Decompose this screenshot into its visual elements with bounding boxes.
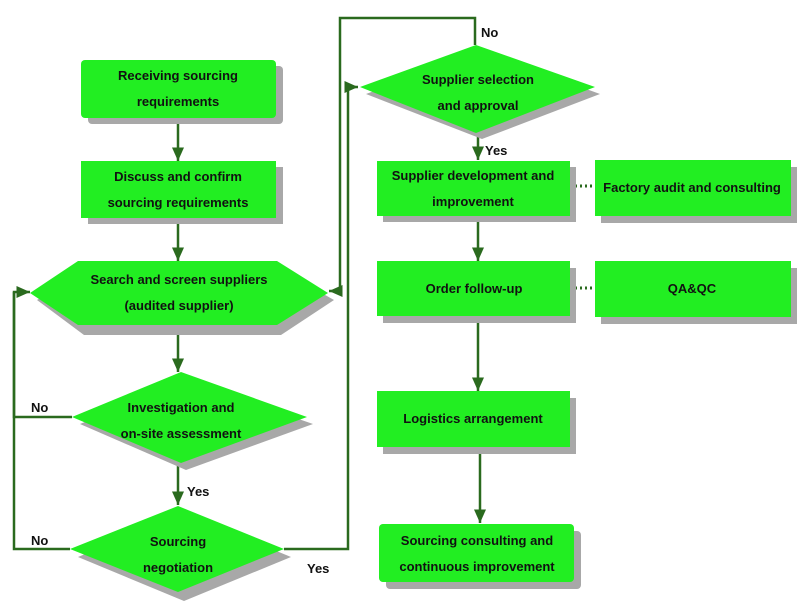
node-receiving-line1: Receiving sourcing bbox=[118, 68, 238, 83]
node-supplier-selection: Supplier selection and approval bbox=[360, 45, 600, 139]
node-qaqc: QA&QC bbox=[595, 261, 797, 324]
node-selection-line1: Supplier selection bbox=[422, 72, 534, 87]
node-receiving-line2: requirements bbox=[137, 94, 219, 109]
node-factory-audit: Factory audit and consulting bbox=[595, 160, 797, 223]
node-search-line2: (audited supplier) bbox=[124, 298, 233, 313]
node-investigation: Investigation and on-site assessment bbox=[72, 372, 313, 470]
node-investigation-line2: on-site assessment bbox=[121, 426, 242, 441]
node-consulting: Sourcing consulting and continuous impro… bbox=[379, 524, 581, 589]
node-receiving-requirements: Receiving sourcing requirements bbox=[81, 60, 283, 124]
edge-negotiation-no-loop bbox=[14, 292, 70, 549]
node-logistics: Logistics arrangement bbox=[377, 391, 576, 454]
node-qaqc-label: QA&QC bbox=[668, 281, 717, 296]
node-discuss-line2: sourcing requirements bbox=[108, 195, 249, 210]
node-consulting-line2: continuous improvement bbox=[399, 559, 555, 574]
node-development-line2: improvement bbox=[432, 194, 514, 209]
node-negotiation-diamond bbox=[70, 506, 284, 592]
node-discuss-line1: Discuss and confirm bbox=[114, 169, 242, 184]
label-negotiation-yes: Yes bbox=[307, 561, 329, 576]
label-selection-yes: Yes bbox=[485, 143, 507, 158]
node-search-suppliers: Search and screen suppliers (audited sup… bbox=[30, 261, 334, 335]
node-selection-line2: and approval bbox=[438, 98, 519, 113]
node-search-hexagon bbox=[30, 261, 328, 325]
node-development-line1: Supplier development and bbox=[392, 168, 555, 183]
node-order-label: Order follow-up bbox=[426, 281, 523, 296]
label-investigation-no: No bbox=[31, 400, 48, 415]
node-consulting-line1: Sourcing consulting and bbox=[401, 533, 553, 548]
node-logistics-label: Logistics arrangement bbox=[403, 411, 543, 426]
node-order-followup: Order follow-up bbox=[377, 261, 576, 323]
node-selection-diamond bbox=[360, 45, 595, 133]
node-discuss-confirm: Discuss and confirm sourcing requirement… bbox=[81, 161, 283, 224]
node-investigation-diamond bbox=[72, 372, 307, 463]
node-negotiation: Sourcing negotiation bbox=[70, 506, 291, 601]
node-factory-audit-label: Factory audit and consulting bbox=[603, 180, 781, 195]
label-investigation-yes: Yes bbox=[187, 484, 209, 499]
node-negotiation-line2: negotiation bbox=[143, 560, 213, 575]
label-selection-no: No bbox=[481, 25, 498, 40]
node-investigation-line1: Investigation and bbox=[128, 400, 235, 415]
node-negotiation-line1: Sourcing bbox=[150, 534, 206, 549]
label-negotiation-no: No bbox=[31, 533, 48, 548]
node-supplier-development: Supplier development and improvement bbox=[377, 161, 576, 222]
node-search-line1: Search and screen suppliers bbox=[90, 272, 267, 287]
